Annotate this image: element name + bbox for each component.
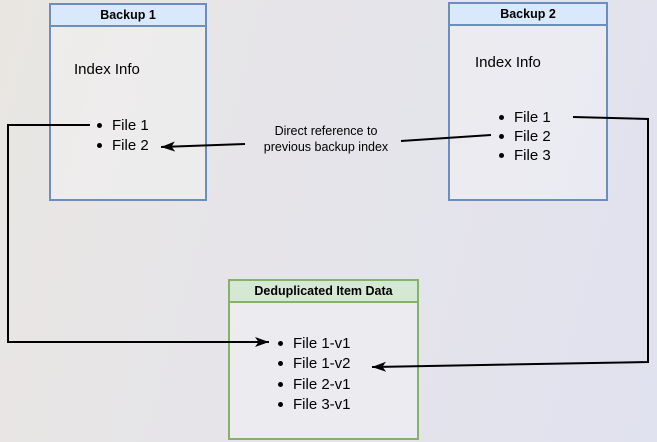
connector-annotation-line1: Direct reference to (274, 124, 378, 138)
bullet-icon (499, 153, 504, 158)
dedup-file1v1-label: File 1-v1 (293, 334, 351, 352)
backup2-header: Backup 2 (450, 4, 606, 26)
bullet-icon (97, 142, 102, 148)
backup2-file1-label: File 1 (514, 109, 551, 126)
list-item: File 2-v1 (278, 374, 351, 395)
dedup-file2v1-label: File 2-v1 (293, 375, 351, 393)
backup2-box: Backup 2 Index Info File 1 File 2 File 3 (448, 2, 608, 201)
dedup-file-list: File 1-v1 File 1-v2 File 2-v1 File 3-v1 (278, 333, 351, 415)
bullet-icon (278, 402, 283, 408)
dedup-title: Deduplicated Item Data (254, 284, 393, 298)
list-item: File 2 (97, 135, 149, 155)
backup1-header: Backup 1 (51, 5, 205, 27)
backup1-file2-label: File 2 (112, 136, 149, 154)
backup1-title: Backup 1 (100, 8, 156, 22)
list-item: File 3-v1 (278, 395, 351, 416)
dedup-file1v2-label: File 1-v2 (293, 355, 351, 373)
backup2-file2-label: File 2 (514, 128, 551, 145)
bullet-icon (499, 115, 504, 120)
backup1-index-info-label: Index Info (74, 61, 140, 78)
bullet-icon (278, 361, 283, 367)
backup2-file3-label: File 3 (514, 147, 551, 164)
backup2-index-info-label: Index Info (475, 54, 541, 71)
list-item: File 2 (499, 127, 551, 146)
backup1-box: Backup 1 Index Info File 1 File 2 (49, 3, 207, 201)
backup2-title: Backup 2 (500, 7, 556, 21)
bullet-icon (278, 381, 283, 387)
deduplicated-item-data-box: Deduplicated Item Data File 1-v1 File 1-… (228, 279, 419, 440)
dedup-header: Deduplicated Item Data (230, 281, 417, 303)
backup1-file-list: File 1 File 2 (97, 115, 149, 155)
connector-annotation-line2: previous backup index (263, 139, 389, 154)
list-item: File 1-v2 (278, 354, 351, 375)
list-item: File 3 (499, 146, 551, 165)
bullet-icon (278, 340, 283, 346)
list-item: File 1 (499, 108, 551, 127)
dedup-file3v1-label: File 3-v1 (293, 396, 351, 414)
bullet-icon (499, 134, 504, 139)
backup2-file-list: File 1 File 2 File 3 (499, 108, 551, 165)
connector-annotation: Direct reference to previous backup inde… (247, 124, 405, 155)
backup1-file1-label: File 1 (112, 116, 149, 134)
bullet-icon (97, 122, 102, 128)
list-item: File 1 (97, 115, 149, 135)
list-item: File 1-v1 (278, 333, 351, 354)
